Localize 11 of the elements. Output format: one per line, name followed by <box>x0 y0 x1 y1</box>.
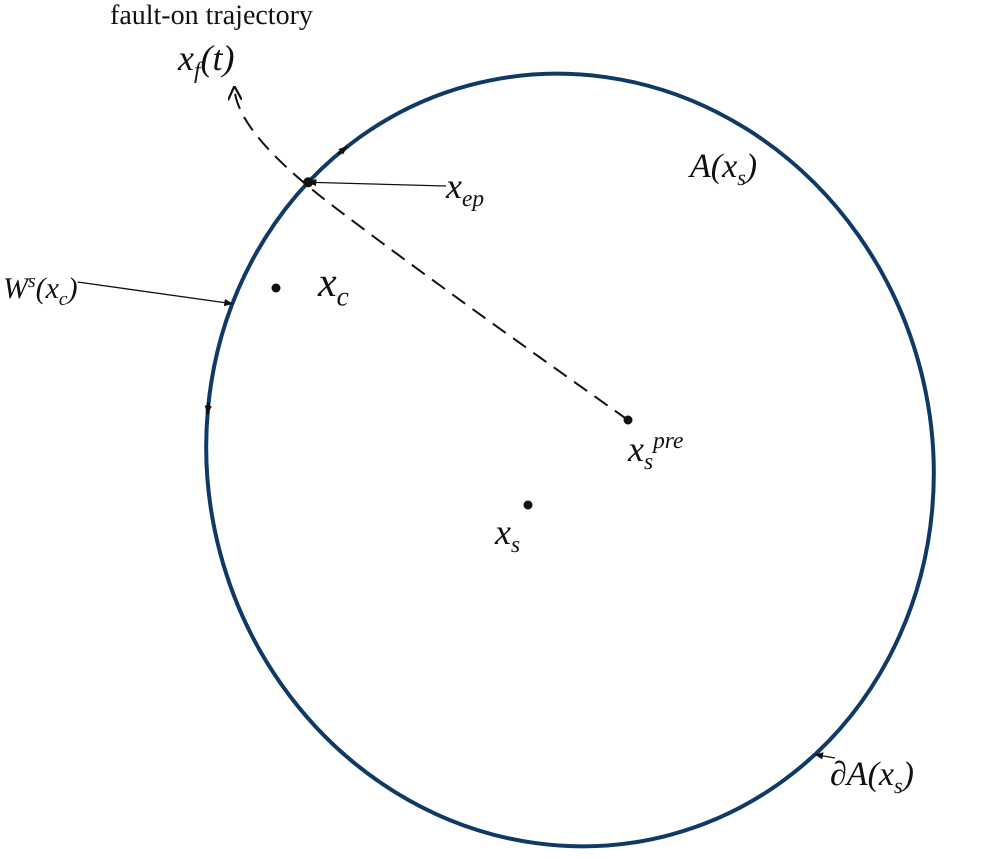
caption-text: fault-on trajectory <box>110 2 313 30</box>
math-label: x$_{s}$ <box>495 514 520 558</box>
exit-point-dot <box>303 177 314 188</box>
leader-line <box>814 752 836 760</box>
math-label: x$_{c}$ <box>318 262 349 311</box>
math-label: x$_{f}$(t) <box>178 40 234 84</box>
math-label: x$_{ep}$ <box>446 168 484 212</box>
math-label: ∂A(x$_{s}$) <box>830 758 914 797</box>
leader-line <box>77 281 234 306</box>
region-label: A(x$_{s}$) <box>690 150 758 189</box>
math-label: W$^{s}$(x$_{c}$) <box>3 272 78 310</box>
